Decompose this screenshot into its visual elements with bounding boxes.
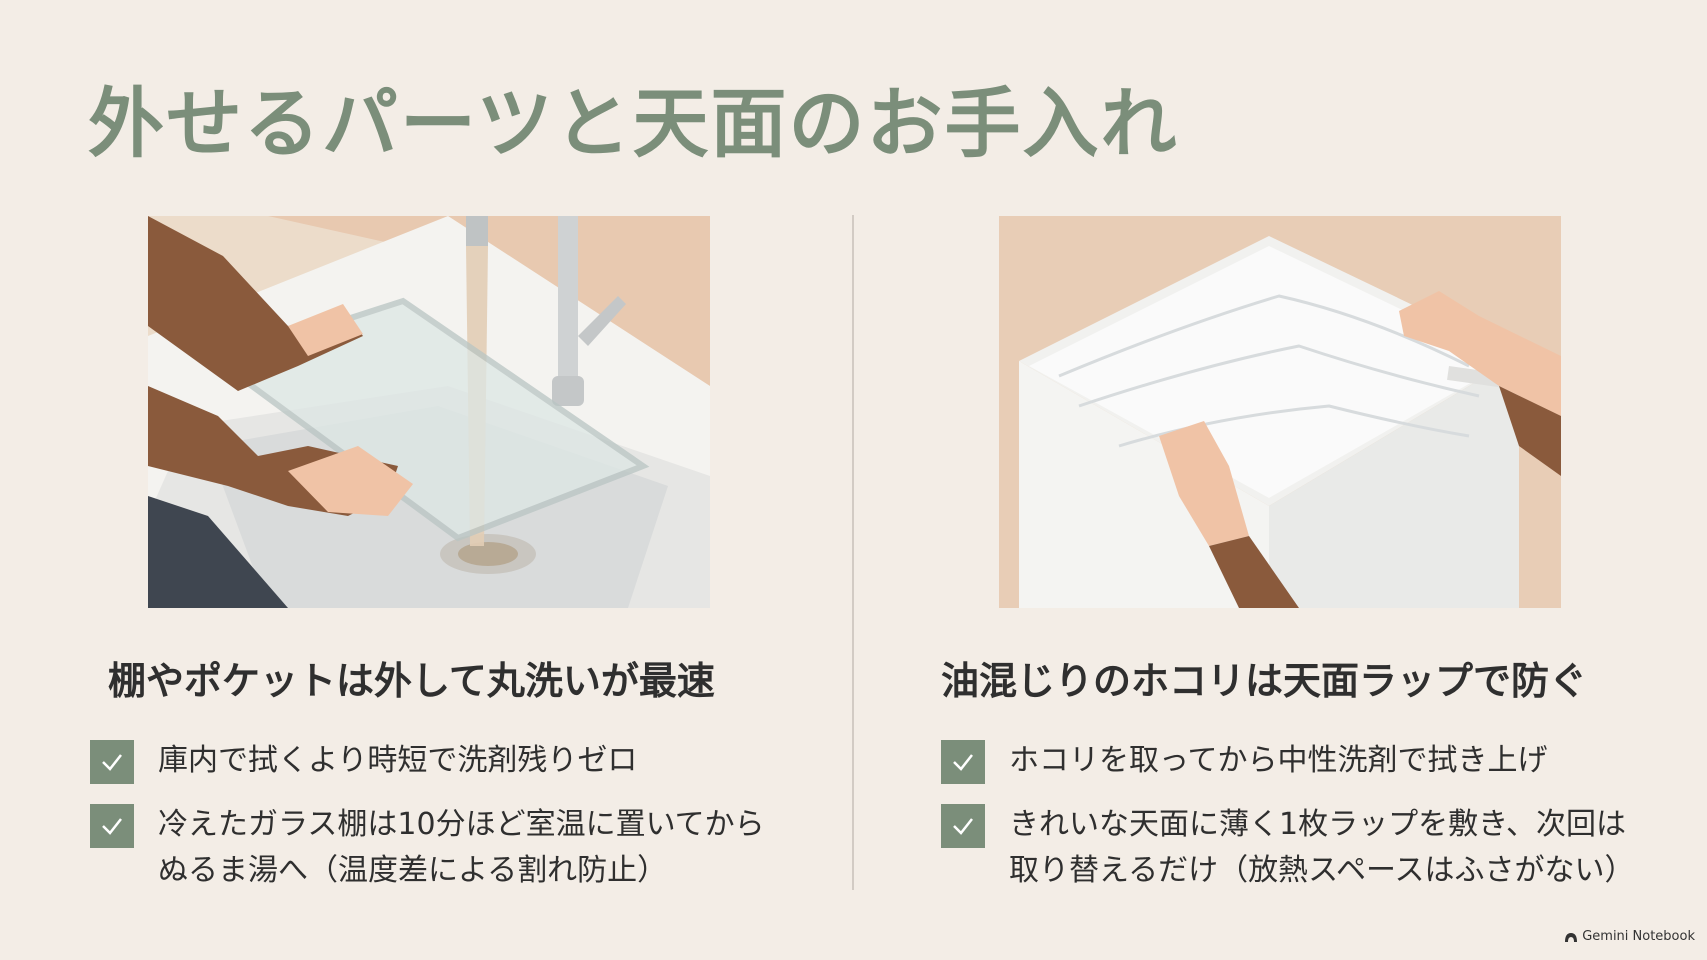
brand-watermark: Gemini Notebook	[1564, 929, 1695, 944]
fridge-top-wrap-illustration	[999, 216, 1561, 608]
bullet-line: 庫内で拭くより時短で洗剤残りゼロ	[158, 743, 638, 778]
list-item: 庫内で拭くより時短で洗剤残りゼロ	[90, 738, 790, 784]
right-heading: 油混じりのホコリは天面ラップで防ぐ	[941, 659, 1588, 703]
brand-label: Gemini Notebook	[1582, 929, 1695, 944]
bullet-line: 取り替えるだけ（放熱スペースはふさがない）	[1009, 853, 1635, 888]
page-title: 外せるパーツと天面のお手入れ	[88, 79, 1179, 168]
bullet-line: ぬるま湯へ（温度差による割れ防止）	[158, 853, 668, 888]
bullet-line: 冷えたガラス棚は10分ほど室温に置いてから	[158, 807, 765, 842]
left-bullet-list: 庫内で拭くより時短で洗剤残りゼロ 冷えたガラス棚は10分ほど室温に置いてから ぬ…	[90, 738, 790, 912]
right-bullet-list: ホコリを取ってから中性洗剤で拭き上げ きれいな天面に薄く1枚ラップを敷き、次回は…	[941, 738, 1641, 912]
shelf-washing-illustration	[148, 216, 710, 608]
list-item: 冷えたガラス棚は10分ほど室温に置いてから ぬるま湯へ（温度差による割れ防止）	[90, 802, 790, 894]
bullet-text: ホコリを取ってから中性洗剤で拭き上げ	[1009, 738, 1548, 784]
column-divider	[852, 215, 854, 890]
list-item: きれいな天面に薄く1枚ラップを敷き、次回は 取り替えるだけ（放熱スペースはふさが…	[941, 802, 1641, 894]
check-icon	[941, 804, 985, 848]
check-icon	[90, 804, 134, 848]
gemini-logo-icon	[1565, 932, 1578, 942]
left-heading: 棚やポケットは外して丸洗いが最速	[108, 659, 715, 703]
bullet-text: 庫内で拭くより時短で洗剤残りゼロ	[158, 738, 637, 784]
list-item: ホコリを取ってから中性洗剤で拭き上げ	[941, 738, 1641, 784]
bullet-line: ホコリを取ってから中性洗剤で拭き上げ	[1009, 743, 1548, 778]
bullet-line: きれいな天面に薄く1枚ラップを敷き、次回は	[1009, 807, 1626, 842]
check-icon	[941, 740, 985, 784]
bullet-text: 冷えたガラス棚は10分ほど室温に置いてから ぬるま湯へ（温度差による割れ防止）	[158, 802, 765, 894]
bullet-text: きれいな天面に薄く1枚ラップを敷き、次回は 取り替えるだけ（放熱スペースはふさが…	[1009, 802, 1635, 894]
check-icon	[90, 740, 134, 784]
